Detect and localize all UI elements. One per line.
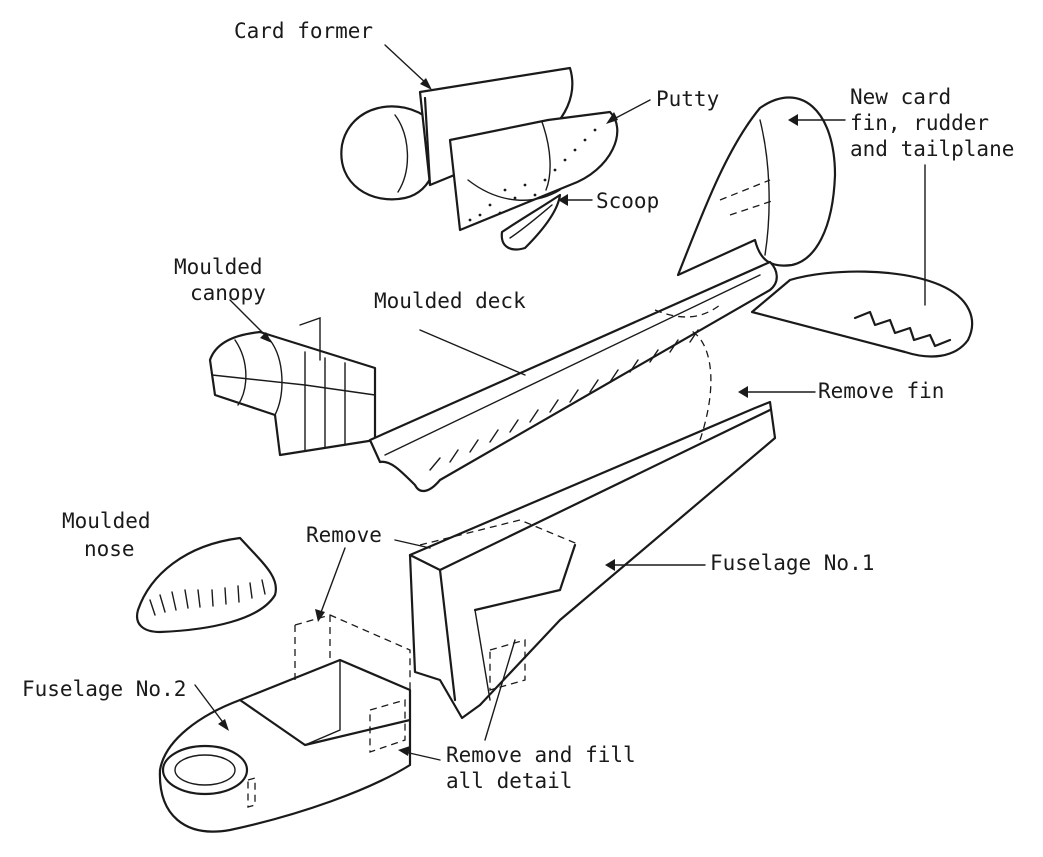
- label-fuselage-no1: Fuselage No.1: [710, 551, 874, 575]
- label-moulded-nose-2: nose: [84, 537, 135, 561]
- cowling: [448, 110, 619, 232]
- label-remove: Remove: [306, 523, 382, 547]
- canopy-part: [208, 317, 377, 457]
- labels: Card former Putty Scoop New card fin, ru…: [22, 19, 1014, 793]
- label-moulded-canopy-1: Moulded: [174, 255, 263, 279]
- label-remove-fin: Remove fin: [818, 379, 944, 403]
- label-remove-fill-2: all detail: [446, 769, 572, 793]
- label-new-card-2: fin, rudder: [850, 111, 989, 135]
- scoop-part: [500, 193, 562, 251]
- label-scoop: Scoop: [596, 189, 659, 213]
- label-card-former: Card former: [234, 19, 373, 43]
- tailplane-part: [750, 270, 974, 358]
- label-fuselage-no2: Fuselage No.2: [22, 677, 186, 701]
- label-moulded-nose-1: Moulded: [62, 509, 151, 533]
- label-remove-fill-1: Remove and fill: [446, 743, 636, 767]
- label-new-card-1: New card: [850, 85, 951, 109]
- leader-lines: [194, 44, 926, 761]
- label-putty: Putty: [656, 87, 719, 111]
- fin-rudder-part: [676, 96, 837, 277]
- label-new-card-3: and tailplane: [850, 137, 1014, 161]
- label-moulded-canopy-2: canopy: [190, 281, 266, 305]
- label-moulded-deck: Moulded deck: [374, 289, 526, 313]
- nose-part: [136, 536, 278, 634]
- fuselage-no2-part: [158, 614, 412, 833]
- putty-stipple: [468, 128, 597, 222]
- deck-part: [368, 260, 778, 493]
